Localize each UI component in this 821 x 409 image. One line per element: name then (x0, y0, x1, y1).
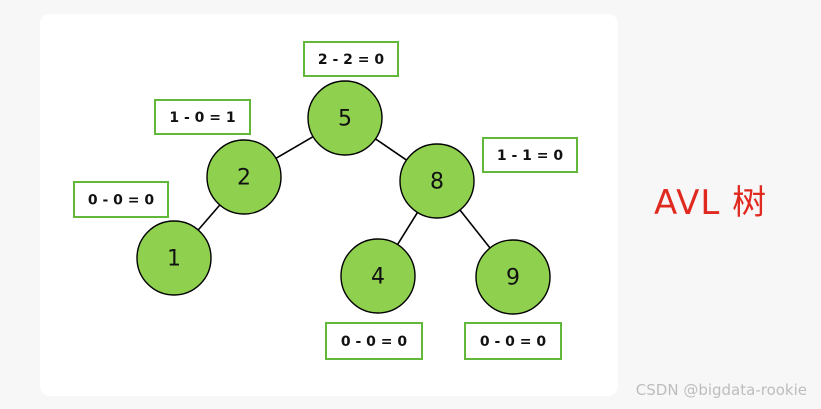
balance-label-text: 0 - 0 = 0 (480, 334, 547, 350)
node-circle (340, 238, 416, 314)
tree-node-2: 2 (206, 139, 282, 215)
edge-n5-n8 (375, 138, 407, 161)
node-circle (399, 143, 475, 219)
tree-node-9: 9 (475, 239, 551, 315)
balance-label-box (73, 181, 169, 218)
node-circle (206, 139, 282, 215)
balance-label-n9: 0 - 0 = 0 (464, 322, 562, 360)
tree-node-5: 5 (307, 80, 383, 156)
node-value: 8 (430, 170, 444, 195)
balance-factor-labels: 2 - 2 = 0 1 - 0 = 1 1 - 1 = 0 0 - 0 = 0 0 - … (73, 41, 578, 360)
tree-node-1: 1 (136, 220, 212, 296)
edge-n8-n9 (459, 209, 491, 249)
tree-node-8: 8 (399, 143, 475, 219)
balance-label-text: 1 - 0 = 1 (169, 110, 235, 126)
balance-label-n2: 1 - 0 = 1 (154, 99, 251, 135)
balance-label-box (482, 137, 578, 173)
balance-label-box (325, 322, 423, 360)
edge-n5-n2 (275, 135, 314, 160)
tree-node-4: 4 (340, 238, 416, 314)
node-circle (307, 80, 383, 156)
node-value: 4 (371, 265, 385, 290)
node-value: 2 (237, 166, 251, 191)
avl-tree-title: AVL 树 (654, 183, 768, 223)
node-value: 5 (338, 107, 352, 132)
balance-label-box (464, 322, 562, 360)
node-circle (136, 220, 212, 296)
edge-n8-n4 (396, 212, 419, 245)
balance-label-text: 1 - 1 = 0 (497, 148, 564, 164)
balance-label-text: 2 - 2 = 0 (318, 52, 385, 68)
balance-label-n1: 0 - 0 = 0 (73, 181, 169, 218)
node-value: 9 (506, 266, 520, 291)
balance-label-n5: 2 - 2 = 0 (303, 41, 399, 77)
balance-label-n8: 1 - 1 = 0 (482, 137, 578, 173)
balance-label-text: 0 - 0 = 0 (341, 334, 408, 350)
balance-label-text: 0 - 0 = 0 (88, 193, 155, 209)
edge-n2-n1 (197, 204, 221, 231)
balance-label-box (303, 41, 399, 77)
balance-label-n4: 0 - 0 = 0 (325, 322, 423, 360)
node-value: 1 (167, 247, 181, 272)
tree-edges (197, 135, 491, 249)
balance-label-box (154, 99, 251, 135)
watermark-text: CSDN @bigdata-rookie (635, 381, 807, 399)
node-circle (475, 239, 551, 315)
